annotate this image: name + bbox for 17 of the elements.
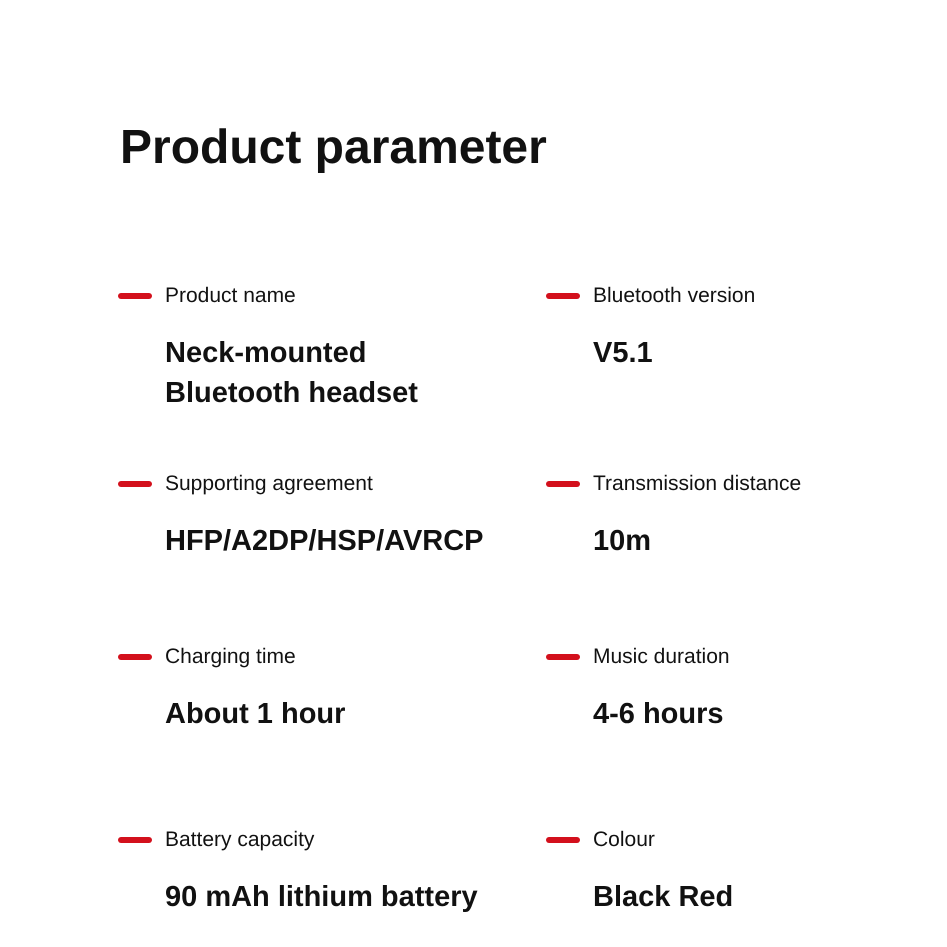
parameter-value: Neck-mounted Bluetooth headset bbox=[165, 336, 419, 411]
parameter-value: 10m bbox=[593, 524, 652, 559]
parameter-name: Supporting agreement bbox=[165, 471, 373, 497]
parameter-value: 90 mAh lithium battery bbox=[165, 880, 479, 915]
parameter-name: Colour bbox=[593, 827, 655, 853]
parameter-name: Charging time bbox=[165, 644, 296, 670]
parameter-value: Black Red bbox=[593, 880, 734, 915]
parameter-value: 4-6 hours bbox=[593, 697, 725, 732]
parameter-name: Product name bbox=[165, 283, 296, 309]
parameter-value: V5.1 bbox=[593, 336, 654, 371]
parameter-value: About 1 hour bbox=[165, 697, 346, 732]
parameter-value: HFP/A2DP/HSP/AVRCP bbox=[165, 524, 485, 559]
page-title: Product parameter bbox=[120, 120, 547, 175]
parameter-name: Battery capacity bbox=[165, 827, 314, 853]
parameter-name: Transmission distance bbox=[593, 471, 802, 497]
parameter-name: Bluetooth version bbox=[593, 283, 756, 309]
parameter-name: Music duration bbox=[593, 644, 730, 670]
